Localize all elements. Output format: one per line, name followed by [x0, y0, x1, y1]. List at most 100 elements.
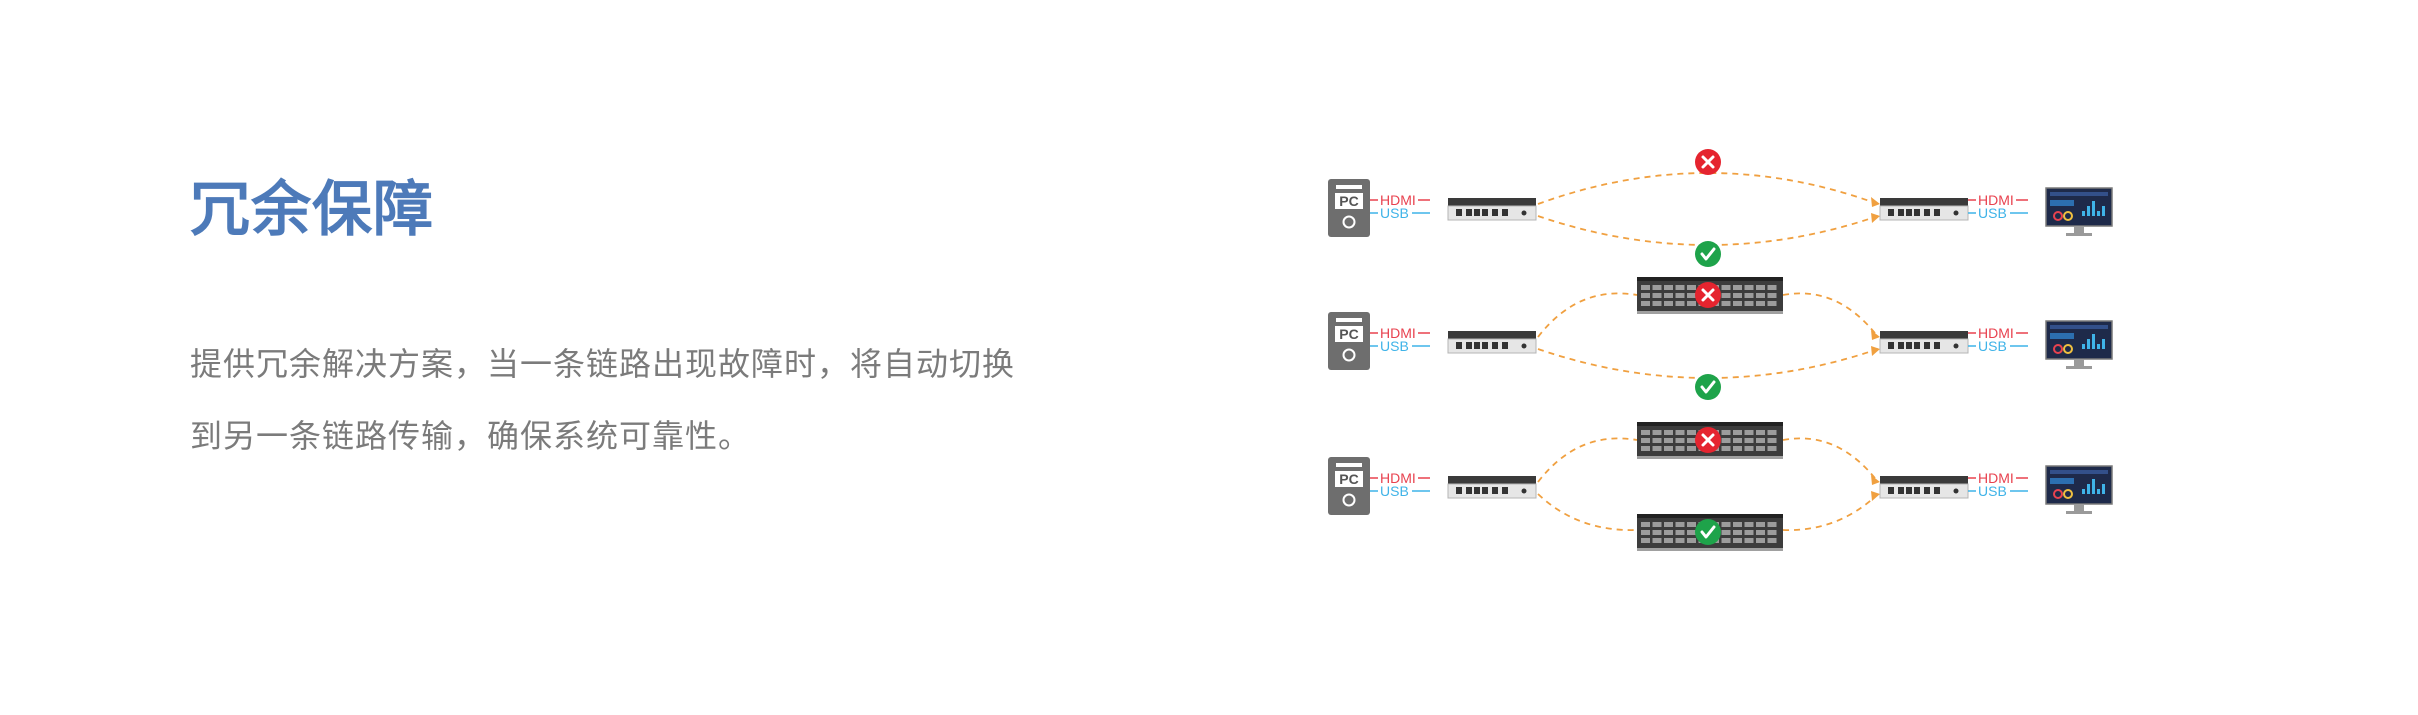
- switch-port: [1721, 530, 1731, 535]
- extender-port: [1914, 487, 1920, 494]
- kvm-extender-icon: [1879, 331, 1969, 354]
- switch-port: [1744, 446, 1754, 451]
- monitor-base: [2066, 366, 2092, 369]
- monitor-base: [2066, 233, 2092, 236]
- extender-port: [1466, 209, 1472, 216]
- screen-bar: [2082, 344, 2085, 349]
- screen-bar: [2102, 339, 2105, 349]
- usb-label: USB: [1380, 483, 1409, 499]
- label-bg: [1378, 192, 1418, 206]
- switch-port: [1756, 301, 1765, 306]
- switch-port: [1721, 522, 1731, 527]
- switch-port: [1675, 446, 1685, 451]
- screen-bar: [2102, 484, 2105, 494]
- extender-port: [1888, 342, 1894, 349]
- usb-label: USB: [1978, 483, 2007, 499]
- switch-port: [1641, 530, 1650, 535]
- switch-port: [1641, 285, 1650, 290]
- screen-panel: [2050, 200, 2074, 206]
- page-title: 冗余保障: [190, 175, 434, 245]
- extender-port: [1906, 342, 1912, 349]
- extender-port: [1492, 487, 1498, 494]
- arrow-head: [1871, 346, 1880, 356]
- pc-label-plate: [1335, 471, 1363, 487]
- switch-port: [1687, 538, 1696, 543]
- x-mark: [1701, 433, 1715, 447]
- ok-check-icon: [1695, 374, 1721, 400]
- switch-port: [1744, 285, 1754, 290]
- switch-port: [1641, 522, 1650, 527]
- extender-led: [1521, 210, 1527, 216]
- fail-x-icon: [1695, 427, 1721, 453]
- arrow-head: [1871, 491, 1880, 501]
- extender-port: [1482, 209, 1488, 216]
- switch-port: [1664, 530, 1673, 535]
- extender-port: [1502, 342, 1508, 349]
- link-top-right: [1782, 437, 1879, 483]
- monitor-base: [2066, 511, 2092, 514]
- switch-port: [1675, 293, 1685, 298]
- monitor-icon: [2045, 465, 2113, 514]
- screen-bar: [2102, 206, 2105, 216]
- pc-drive-slot: [1336, 463, 1362, 467]
- switch-port: [1664, 301, 1673, 306]
- extender-led: [1521, 488, 1527, 494]
- link-bottom-right: [1782, 493, 1879, 531]
- label-bg: [1378, 483, 1412, 497]
- switch-port: [1733, 301, 1742, 306]
- label-bg: [1976, 192, 2016, 206]
- check-mark: [1700, 247, 1716, 261]
- pc-power-button: [1342, 348, 1356, 362]
- kvm-extender-icon: [1879, 476, 1969, 499]
- switch-port: [1664, 522, 1673, 527]
- switch-port: [1721, 293, 1731, 298]
- usb-label: USB: [1380, 205, 1409, 221]
- switch-port: [1767, 530, 1777, 535]
- description: 提供冗余解决方案，当一条链路出现故障时，将自动切换 到另一条链路传输，确保系统可…: [190, 328, 1090, 472]
- pc-power-button: [1342, 215, 1356, 229]
- switch-port: [1733, 430, 1742, 435]
- screen-bar: [2097, 211, 2100, 216]
- switch-port: [1687, 530, 1696, 535]
- hdmi-label: HDMI: [1380, 470, 1416, 486]
- pc-tower-icon: PC: [1328, 312, 1370, 370]
- ok-check-icon: [1695, 241, 1721, 267]
- status-circle: [1695, 519, 1721, 545]
- switch-top: [1637, 514, 1783, 518]
- extender-port: [1492, 209, 1498, 216]
- switch-port: [1756, 430, 1765, 435]
- switch-top: [1637, 277, 1783, 281]
- usb-label: USB: [1380, 338, 1409, 354]
- check-mark: [1700, 525, 1716, 539]
- switch-port: [1721, 301, 1731, 306]
- arrow-head: [1871, 330, 1880, 340]
- label-bg: [1378, 325, 1418, 339]
- extender-port: [1898, 209, 1904, 216]
- status-circle: [1695, 241, 1721, 267]
- description-line-2: 到另一条链路传输，确保系统可靠性。: [190, 417, 752, 455]
- switch-port: [1687, 301, 1696, 306]
- switch-port: [1652, 522, 1662, 527]
- switch-port: [1652, 530, 1662, 535]
- switch-port: [1641, 293, 1650, 298]
- switch-port: [1641, 438, 1650, 443]
- screen-gauge: [2063, 489, 2073, 499]
- switch-port: [1767, 522, 1777, 527]
- switch-port: [1664, 430, 1673, 435]
- usb-label: USB: [1978, 338, 2007, 354]
- extender-led: [1953, 210, 1959, 216]
- switch-port: [1733, 438, 1742, 443]
- extender-port: [1906, 487, 1912, 494]
- switch-port: [1756, 446, 1765, 451]
- switch-port: [1675, 301, 1685, 306]
- kvm-extender-icon: [1879, 198, 1969, 221]
- switch-base: [1637, 456, 1783, 459]
- extender-port: [1934, 209, 1940, 216]
- label-bg: [1976, 205, 2010, 219]
- extender-port: [1502, 487, 1508, 494]
